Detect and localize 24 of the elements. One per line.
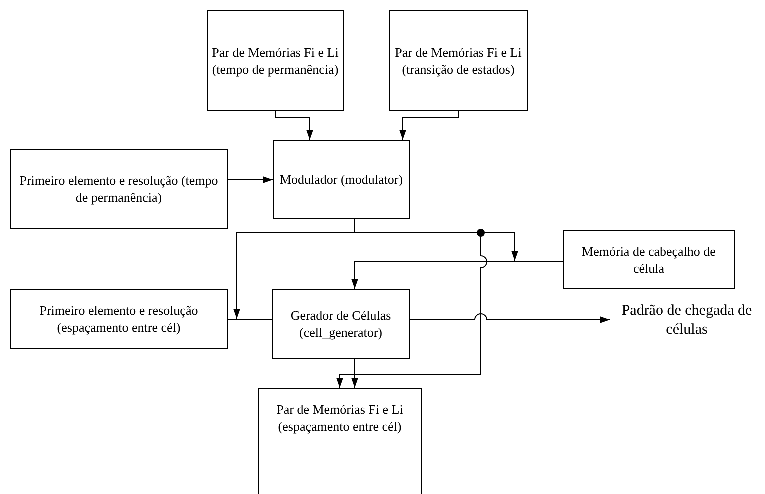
- box-label: Par de Memórias Fi e Li (tempo de permanência): [211, 44, 340, 78]
- process-box: [258, 388, 422, 494]
- process-box: [207, 10, 344, 111]
- arrow: [352, 262, 564, 290]
- output-label: Padrão de chegada de células: [620, 302, 754, 340]
- box-label: Primeiro elemento e resolução (tempo de permanência): [18, 172, 220, 206]
- box-label: Memória de cabeçalho de célula: [581, 242, 717, 276]
- box-label: Primeiro elemento e resolução (espaçamento entre cél): [38, 302, 200, 336]
- arrow: [410, 314, 610, 324]
- arrow: [352, 358, 358, 388]
- process-box: [10, 289, 228, 349]
- process-box: [10, 149, 228, 229]
- box-label: Modulador (modulator): [278, 171, 404, 188]
- process-box: [389, 10, 528, 111]
- box-label: Par de Memórias Fi e Li (espaçamento entre cél): [276, 401, 404, 435]
- arrow: [400, 110, 459, 140]
- arrow: [228, 176, 274, 184]
- arrow: [275, 110, 314, 140]
- box-label: Gerador de Células (cell_generator): [290, 307, 392, 341]
- box-label: Par de Memórias Fi e Li (transição de estados): [394, 44, 523, 78]
- process-box: [272, 289, 410, 359]
- process-box: [563, 230, 735, 289]
- process-box: [273, 140, 410, 219]
- arrow: [234, 218, 355, 320]
